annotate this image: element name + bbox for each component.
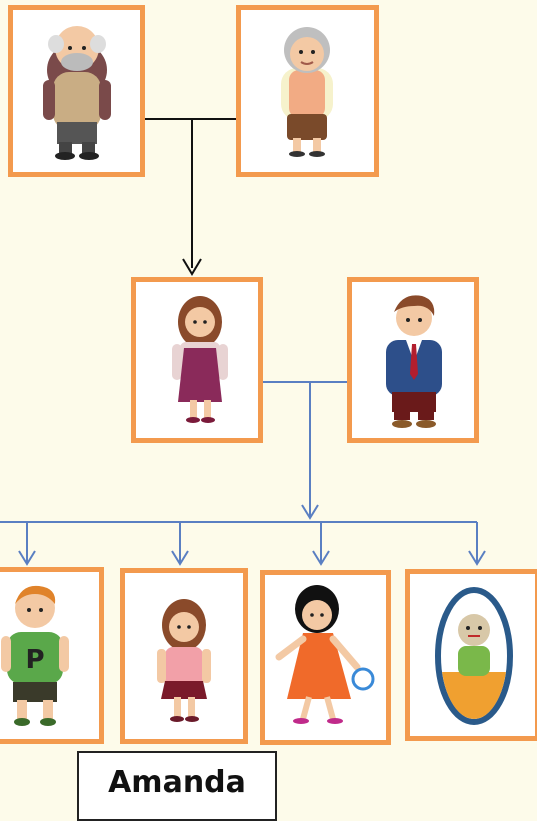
- child-girl-pink-card: [120, 568, 248, 744]
- child-boy-card: P: [0, 567, 104, 744]
- baby-in-mirror-figure-icon: [435, 587, 513, 725]
- name-label-amanda: Amanda: [77, 751, 277, 821]
- grandmother-card: [236, 5, 379, 177]
- grandmother-figure-icon: [281, 27, 333, 157]
- shirt-letter: P: [25, 645, 44, 675]
- grandparents-connector: [143, 118, 238, 276]
- mother-figure-icon: [172, 296, 228, 423]
- father-figure-icon: [386, 295, 442, 428]
- parents-connector: [0, 381, 486, 566]
- girl-pink-dress-figure-icon: [157, 599, 211, 722]
- child-girl-orange-card: [260, 570, 391, 745]
- grandfather-card: [8, 5, 145, 177]
- grandfather-figure-icon: [43, 26, 111, 160]
- boy-green-shirt-figure-icon: P: [1, 585, 69, 726]
- mother-card: [131, 277, 263, 443]
- child-baby-mirror-card: [405, 569, 537, 741]
- father-card: [347, 277, 479, 443]
- girl-orange-dress-figure-icon: [275, 585, 375, 724]
